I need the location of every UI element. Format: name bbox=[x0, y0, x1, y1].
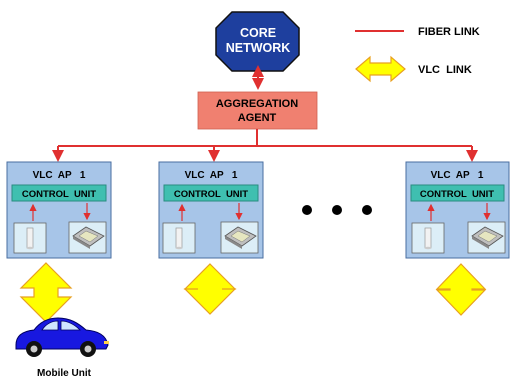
photodetector-icon bbox=[424, 227, 432, 250]
led-lamp-icon bbox=[72, 226, 105, 249]
core-network: CORE NETWORK bbox=[215, 11, 300, 72]
control-unit-label: CONTROL UNIT bbox=[22, 189, 96, 200]
access-point-title: VLC AP 1 bbox=[185, 170, 238, 181]
access-point-2: VLC AP 1 CONTROL UNIT bbox=[158, 161, 264, 259]
legend-vlc-label: VLC LINK bbox=[418, 64, 472, 76]
core-network-label-1: CORE bbox=[240, 26, 276, 40]
aggregation-label-2: AGENT bbox=[238, 112, 277, 124]
vlc-link-arrow bbox=[183, 263, 237, 315]
legend-fiber-label: FIBER LINK bbox=[418, 26, 480, 38]
car-icon bbox=[15, 317, 109, 357]
mobile-unit-label: Mobile Unit bbox=[37, 368, 92, 379]
led-lamp-icon bbox=[224, 226, 257, 249]
access-point-title: VLC AP 1 bbox=[431, 170, 484, 181]
aggregation-label-1: AGGREGATION bbox=[216, 98, 298, 110]
led-lamp-icon bbox=[471, 226, 504, 249]
control-unit-label: CONTROL UNIT bbox=[420, 189, 494, 200]
aggregation-agent: AGGREGATION AGENT bbox=[197, 91, 318, 130]
fiber-bus bbox=[52, 129, 478, 162]
access-point-title: VLC AP 1 bbox=[33, 170, 86, 181]
vlc-link-arrow bbox=[19, 262, 73, 323]
access-point-1: VLC AP 1 CONTROL UNIT bbox=[6, 161, 112, 259]
core-network-label-2: NETWORK bbox=[226, 41, 291, 55]
photodetector-icon bbox=[175, 227, 183, 250]
access-point-3: VLC AP 1 CONTROL UNIT bbox=[405, 161, 510, 259]
photodetector-icon bbox=[26, 227, 34, 250]
legend: FIBER LINK VLC LINK bbox=[355, 26, 480, 83]
legend-vlc-swatch bbox=[355, 55, 406, 83]
control-unit-label: CONTROL UNIT bbox=[174, 189, 248, 200]
vlc-link-arrow bbox=[435, 263, 487, 316]
ellipsis-dots bbox=[302, 205, 372, 215]
